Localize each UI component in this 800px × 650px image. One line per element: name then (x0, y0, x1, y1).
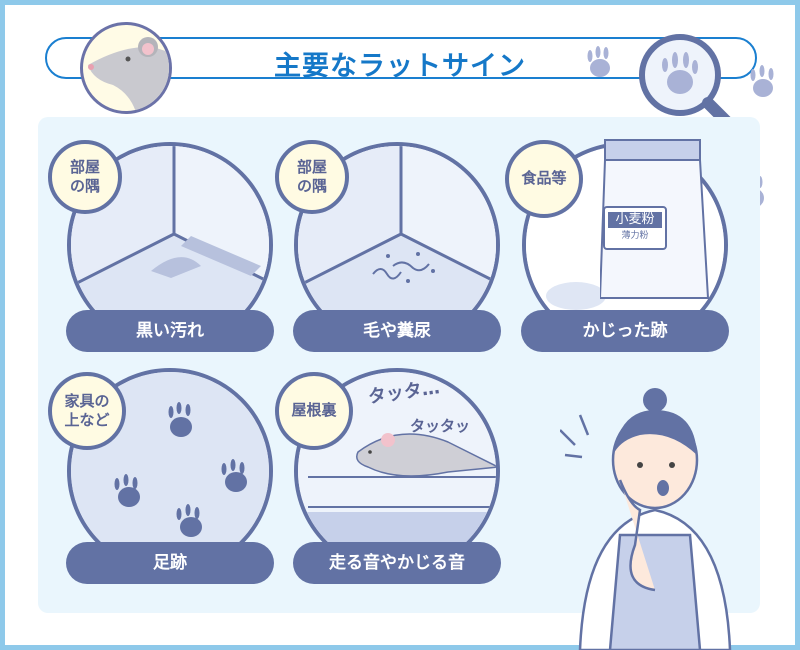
worried-woman-illustration (560, 388, 732, 650)
sound-effect-text: タッタッ (410, 417, 471, 435)
card-label-hair-droppings: 毛や糞尿 (293, 310, 501, 352)
card-label-footprints: 足跡 (66, 542, 274, 584)
tag-line: 食品等 (521, 169, 567, 188)
rat-avatar-icon (80, 22, 172, 114)
card-label-black-stains: 黒い汚れ (66, 310, 274, 352)
tag-bubble: 食品等 (505, 140, 583, 218)
tag-bubble: 部屋の隅 (48, 140, 122, 214)
card-label-gnaw-marks: かじった跡 (521, 310, 729, 352)
page-title: 主要なラットサイン (274, 51, 526, 82)
tag-line: 部屋 (296, 157, 327, 176)
flour-label: 小麦粉 薄力粉 (603, 206, 667, 250)
tag-bubble: 屋根裏 (275, 372, 353, 450)
flour-label-title: 小麦粉 (608, 212, 662, 228)
tag-line: の隅 (296, 177, 327, 195)
tag-line: 屋根裏 (291, 401, 337, 420)
tag-line: 部屋 (69, 157, 100, 176)
tag-bubble: 家具の上など (48, 372, 126, 450)
tag-line: の隅 (69, 177, 100, 195)
tag-line: 家具の (64, 391, 110, 410)
card-label-running-sounds: 走る音やかじる音 (293, 542, 501, 584)
tag-bubble: 部屋の隅 (275, 140, 349, 214)
flour-label-sub: 薄力粉 (621, 231, 649, 241)
tag-line: 上など (64, 411, 110, 429)
